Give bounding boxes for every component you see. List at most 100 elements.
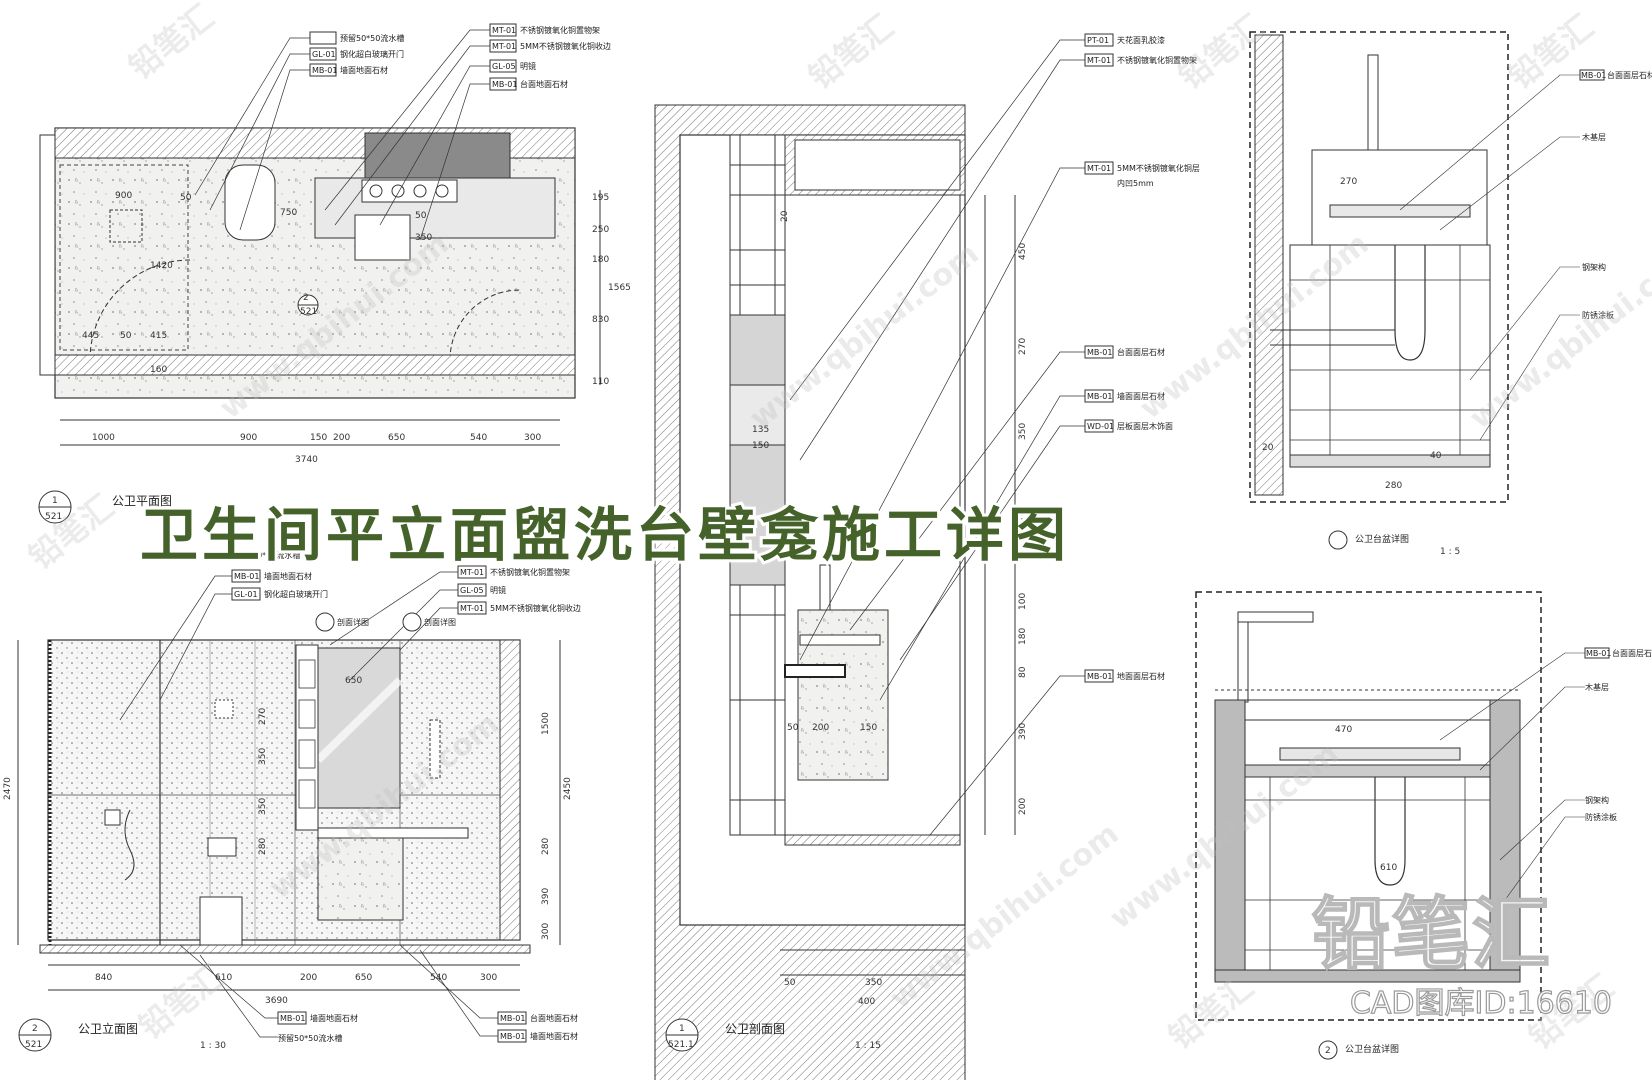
detail1-tag-text: 防锈涂板: [1582, 310, 1614, 320]
elevation-dim: 840: [95, 973, 112, 983]
elevation-tag-code: MB-01: [280, 1014, 305, 1023]
section-dim: 50: [787, 723, 799, 733]
elevation-dim: 280: [541, 838, 551, 855]
plan-tag-text: 明镜: [520, 61, 536, 71]
section-tag-text: 不锈钢镀氧化铜置物架: [1117, 55, 1197, 65]
section-dim: 135: [752, 425, 769, 435]
plan-tag-code: MT-01: [492, 26, 516, 35]
section-tag-code: MB-01: [1087, 392, 1112, 401]
elevation-dim: 2450: [563, 777, 573, 800]
detail1-title: 公卫台盆详图: [1355, 533, 1409, 545]
elevation-tag-code: MB-01: [500, 1032, 525, 1041]
section-dim: 200: [1018, 798, 1028, 815]
detail1-dim: 280: [1385, 481, 1402, 491]
plan-index-no: 1: [52, 496, 58, 506]
plan-tag-text: 预留50*50流水槽: [340, 33, 404, 43]
section-dim: 270: [1018, 338, 1028, 355]
elevation-tag-code: MT-01: [460, 568, 484, 577]
section-dim: 150: [860, 723, 877, 733]
elevation-dim: 300: [480, 973, 497, 983]
section-title: 公卫剖面图: [725, 1022, 785, 1036]
elevation-index-no: 2: [32, 1024, 38, 1034]
detail2-tag-text: 木基层: [1585, 682, 1609, 692]
elevation-dim-total: 3690: [265, 996, 288, 1006]
detail1-dim: 40: [1430, 451, 1442, 461]
section-tag-text: 地面面层石材: [1117, 671, 1165, 681]
detail2-dim: 470: [1335, 725, 1352, 735]
section-view: [654, 104, 1016, 1080]
elevation-tag-code: GL-05: [460, 586, 484, 595]
elevation-title-block: 2 521 公卫立面图 1 : 30: [18, 1018, 226, 1052]
elevation-dim: 200: [300, 973, 317, 983]
elevation-tags-top: 预留50*50流水槽 MB-01 墙面地面石材 GL-01 钢化超白玻璃开门 M…: [119, 550, 581, 721]
section-tag-code: PT-01: [1087, 36, 1109, 45]
detail1-dim: 20: [1262, 443, 1274, 453]
plan-tag-code: MB-01: [312, 66, 337, 75]
plan-tag-code: MB-01: [492, 80, 517, 89]
elevation-view: [17, 639, 561, 991]
plan-dim: 650: [388, 433, 405, 443]
elevation-tag-text: 墙面地面石材: [264, 571, 312, 581]
section-tag-text: 内凹5mm: [1117, 178, 1154, 188]
plan-dim: 200: [333, 433, 350, 443]
section-dim: 240: [1018, 518, 1028, 535]
section-dim: 450: [1018, 243, 1028, 260]
plan-dim: 830: [592, 315, 609, 325]
elevation-title: 公卫立面图: [78, 1021, 138, 1036]
elevation-dim: 2470: [3, 777, 13, 800]
section-dim: 50: [784, 978, 796, 988]
plan-dim: 350: [415, 233, 432, 243]
plan-dim: 1565: [608, 283, 631, 293]
elevation-dim: 650: [355, 973, 372, 983]
detail2-title: 公卫台盆详图: [1345, 1043, 1399, 1055]
plan-dim: 50: [180, 193, 192, 203]
detail2-tags: MB-01 台面面层石材 木基层 钢架构 防锈涂板: [1439, 647, 1652, 901]
plan-dim: 1420: [150, 261, 173, 271]
elevation-tag-code: MT-01: [460, 604, 484, 613]
detail2-view: [1195, 591, 1542, 1021]
section-dim: 350: [1018, 423, 1028, 440]
plan-tag-text: 5MM不锈钢镀氧化铜收边: [520, 41, 611, 51]
plan-section-mark-sheet: 521: [300, 307, 317, 317]
plan-dim: 300: [524, 433, 541, 443]
section-tag-code: MB-01: [1087, 672, 1112, 681]
elevation-dim: 350: [258, 748, 268, 765]
section-tag-code: MT-01: [1087, 56, 1111, 65]
plan-dim: 195: [592, 193, 609, 203]
detail1-tag-text: 木基层: [1582, 132, 1606, 142]
section-index-no: 1: [679, 1024, 685, 1034]
elevation-tag-text: 预留50*50流水槽: [278, 1033, 342, 1043]
detail2-tag-code: MB-01: [1586, 649, 1611, 658]
plan-dim: 445: [82, 331, 99, 341]
elevation-dim: 280: [258, 838, 268, 855]
plan-dim: 250: [592, 225, 609, 235]
plan-index-sheet: 521: [45, 512, 62, 522]
plan-dim: 150: [310, 433, 327, 443]
plan-tag-text: 台面地面石材: [520, 79, 568, 89]
elevation-detail-mark: 剖面详图: [337, 617, 369, 627]
plan-dim: 900: [240, 433, 257, 443]
detail2-tag-text: 防锈涂板: [1585, 812, 1617, 822]
plan-section-mark-no: 2: [303, 293, 309, 303]
detail1-tags: MB-01 台面面层石材 木基层 钢架构 防锈涂板: [1399, 69, 1652, 441]
detail2-tag-text: 钢架构: [1585, 795, 1609, 805]
elevation-tag-text: 不锈钢镀氧化铜置物架: [490, 567, 570, 577]
section-tag-text: 台面面层石材: [1117, 347, 1165, 357]
plan-tag-code: GL-05: [492, 62, 516, 71]
section-dim: 80: [1018, 666, 1028, 678]
detail1-view: [1249, 31, 1509, 503]
plan-tag-text: 不锈钢镀氧化铜置物架: [520, 25, 600, 35]
plan-dim: 750: [280, 208, 297, 218]
cad-id-label: CAD图库ID:16610: [1349, 985, 1612, 1021]
section-title-block: 1 521.1 公卫剖面图 1 : 15: [665, 1018, 881, 1052]
elevation-tag-text: 5MM不锈钢镀氧化铜收边: [490, 603, 581, 613]
elevation-dim: 350: [258, 798, 268, 815]
elevation-tags-bottom: MB-01 墙面地面石材 预留50*50流水槽 MB-01 台面地面石材 MB-…: [179, 944, 578, 1043]
plan-dim: 900: [115, 191, 132, 201]
elevation-tag-text: 墙面地面石材: [310, 1013, 358, 1023]
elevation-tag-code: MB-01: [500, 1014, 525, 1023]
elevation-tag-code: MB-01: [234, 572, 259, 581]
detail2-title-block: 2 公卫台盆详图: [1318, 1040, 1399, 1060]
brand-logo: 铅笔汇: [1311, 889, 1553, 981]
plan-dim: 540: [470, 433, 487, 443]
